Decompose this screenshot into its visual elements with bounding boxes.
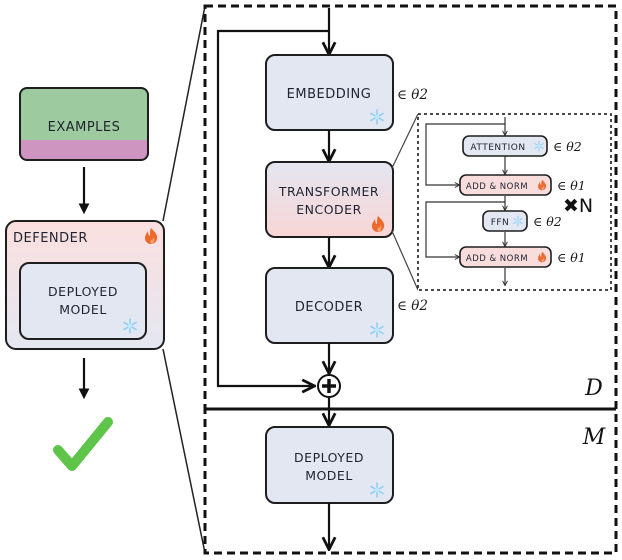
- plus-circle-icon: [317, 374, 341, 398]
- ffn-block: FFN: [482, 210, 528, 232]
- examples-box: EXAMPLES: [19, 87, 149, 161]
- decoder-label: DECODER: [295, 300, 363, 315]
- detail-zoom-line-top: [391, 113, 419, 169]
- add-norm-label: ADD & NORM: [466, 182, 528, 192]
- add-norm-param-2: ∈ θ1: [557, 250, 586, 265]
- attention-block: ATTENTION: [462, 135, 548, 157]
- ffn-param: ∈ θ2: [533, 214, 562, 229]
- embedding-label: EMBEDDING: [287, 87, 372, 102]
- defender-deployed-model-box: DEPLOYED MODEL: [19, 262, 147, 340]
- transformer-encoder-box: TRANSFORMER ENCODER: [265, 161, 394, 238]
- residual-skip-connection: [216, 29, 329, 386]
- region-m: M: [203, 407, 618, 555]
- add-norm-block-1: ADD & NORM: [459, 174, 552, 196]
- deployed-model-line2: MODEL: [305, 468, 353, 483]
- embedding-param: ∈ θ2: [397, 87, 428, 103]
- defender-label: DEFENDER: [13, 231, 88, 246]
- add-norm-param-1: ∈ θ1: [557, 178, 586, 193]
- add-norm-label: ADD & NORM: [466, 254, 528, 264]
- ffn-label: FFN: [491, 218, 510, 228]
- embedding-box: EMBEDDING: [265, 54, 394, 131]
- encoder-detail-panel: ATTENTION ∈ θ2 ADD & NORM ∈ θ1 ✖N FFN ∈ …: [417, 113, 612, 291]
- add-norm-block-2: ADD & NORM: [459, 246, 552, 268]
- repeat-n-label: ✖N: [563, 195, 593, 217]
- deployed-model-line2: MODEL: [59, 302, 107, 317]
- attention-label: ATTENTION: [470, 143, 525, 153]
- encoder-line2: ENCODER: [296, 202, 362, 217]
- decoder-box: DECODER: [265, 267, 394, 344]
- deployed-model-line1: DEPLOYED: [294, 450, 364, 465]
- detail-residual-2: [425, 201, 505, 257]
- decoder-param: ∈ θ2: [397, 298, 428, 314]
- attention-param: ∈ θ2: [553, 139, 582, 154]
- examples-label: EXAMPLES: [48, 120, 121, 135]
- deployed-model-line1: DEPLOYED: [48, 284, 118, 299]
- main-deployed-model-box: DEPLOYED MODEL: [265, 426, 394, 504]
- region-d-label: D: [584, 376, 603, 401]
- region-m-label: M: [582, 425, 606, 450]
- zoom-line-top: [162, 5, 206, 222]
- detail-residual-1: [425, 123, 505, 185]
- encoder-line1: TRANSFORMER: [278, 184, 379, 199]
- detail-zoom-line-bottom: [391, 230, 419, 291]
- zoom-line-bottom: [162, 348, 206, 554]
- checkmark-icon: [53, 417, 113, 471]
- defender-box: DEFENDER DEPLOYED MODEL: [5, 220, 165, 350]
